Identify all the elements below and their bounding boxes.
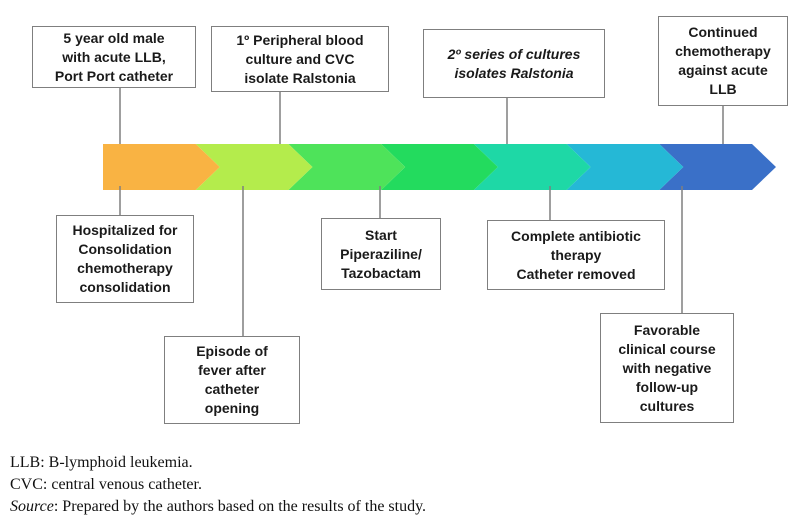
event-text: Start bbox=[365, 226, 397, 243]
event-text: chemotherapy bbox=[77, 260, 173, 276]
event-text: Continued bbox=[688, 24, 758, 40]
event-text: consolidation bbox=[79, 279, 171, 295]
event-text: 5 year old male bbox=[63, 29, 165, 46]
event-text: Consolidation bbox=[78, 241, 172, 257]
timeline-graphic bbox=[103, 88, 776, 336]
event-text: clinical course bbox=[618, 340, 716, 357]
event-text: with acute LLB, bbox=[62, 48, 166, 65]
event-text: chemotherapy bbox=[675, 43, 771, 59]
note-source: Source: Prepared by the authors based on… bbox=[10, 496, 426, 518]
timeline-segment bbox=[381, 144, 498, 190]
timeline-segment bbox=[195, 144, 313, 190]
source-label: Source bbox=[10, 498, 54, 515]
event-text: 2º series of cultures bbox=[447, 45, 581, 62]
event-text: 1º Peripheral blood bbox=[236, 31, 364, 48]
event-text: Piperaziline/ bbox=[340, 245, 422, 262]
event-text: Hospitalized for bbox=[72, 222, 178, 238]
event-box: Favorable clinical course with negative … bbox=[600, 313, 734, 423]
timeline-segment bbox=[473, 144, 591, 190]
note-llb: LLB: B-lymphoid leukemia. bbox=[10, 454, 193, 471]
event-text: with negative bbox=[622, 359, 712, 376]
event-box: Complete antibiotic therapy Catheter rem… bbox=[487, 220, 665, 290]
event-box: Continued chemotherapy against acute LLB bbox=[658, 16, 788, 106]
timeline-segment bbox=[288, 144, 406, 190]
event-text: isolate Ralstonia bbox=[244, 69, 356, 86]
event-text: isolates Ralstonia bbox=[454, 64, 574, 81]
event-text: culture and CVC bbox=[245, 50, 355, 67]
source-text: : Prepared by the authors based on the r… bbox=[53, 498, 427, 515]
event-text: catheter bbox=[204, 381, 260, 397]
event-text: Episode of bbox=[196, 343, 268, 359]
event-box: 2º series of cultures isolates Ralstonia bbox=[423, 29, 605, 98]
event-text: follow-up bbox=[635, 378, 699, 395]
event-box: Episode of fever after catheter opening bbox=[164, 336, 300, 424]
event-box: 1º Peripheral blood culture and CVC isol… bbox=[211, 26, 389, 92]
timeline-segment bbox=[659, 144, 776, 190]
timeline-segment bbox=[103, 144, 220, 190]
event-text: Catheter removed bbox=[516, 265, 636, 282]
event-text: therapy bbox=[550, 246, 602, 263]
note-cvc: CVC: central venous catheter. bbox=[10, 476, 202, 493]
event-text: Complete antibiotic bbox=[511, 227, 641, 244]
timeline-segment bbox=[566, 144, 684, 190]
event-box: Start Piperaziline/ Tazobactam bbox=[321, 218, 441, 290]
event-text: fever after bbox=[198, 362, 266, 378]
event-text: against acute bbox=[678, 62, 768, 78]
event-text: Favorable bbox=[633, 321, 701, 338]
event-box: Hospitalized for Consolidation chemother… bbox=[56, 215, 194, 303]
timeline-arrow bbox=[103, 144, 776, 190]
event-text: Port Port catheter bbox=[54, 67, 174, 84]
event-box: 5 year old male with acute LLB, Port Por… bbox=[32, 26, 196, 88]
event-text: cultures bbox=[639, 397, 695, 414]
event-text: opening bbox=[204, 400, 260, 416]
event-text: LLB bbox=[709, 81, 737, 97]
event-text: Tazobactam bbox=[341, 264, 421, 281]
